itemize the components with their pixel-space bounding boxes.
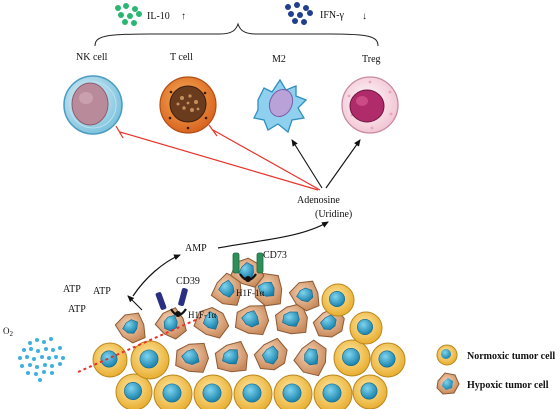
t-cell (159, 76, 217, 134)
treg-label: Treg (362, 54, 381, 65)
hif-label-top: H1F-1α (236, 288, 265, 298)
ifng-dots (285, 2, 313, 25)
hypoxic-tumor-cell (288, 280, 320, 312)
il10-label: IL-10 (147, 11, 170, 22)
inhibition-lines (115, 124, 321, 191)
atp-label-1: ATP (63, 284, 81, 295)
hypoxic-tumor-cell (214, 340, 248, 373)
ifng-label: IFN-γ (320, 10, 344, 21)
activation-arrows (291, 139, 361, 189)
tumor-cell-mass (92, 257, 406, 409)
il10-trend-arrow: ↑ (181, 11, 186, 22)
cd39-label: CD39 (176, 276, 200, 287)
ifng-trend-arrow: ↓ (362, 11, 367, 22)
normoxic-tumor-cell (352, 374, 388, 409)
oxygen-dots (18, 337, 65, 382)
treg-cell (341, 76, 399, 134)
hypoxic-tumor-cell (293, 339, 327, 377)
hypoxic-tumor-cell (193, 306, 230, 339)
uridine-label: (Uridine) (315, 209, 352, 220)
cd73-receptor (232, 252, 264, 274)
hypoxic-tumor-cell (114, 312, 146, 344)
normoxic-tumor-cell (153, 374, 193, 409)
normoxic-tumor-cell (115, 373, 153, 409)
legend-hypoxic: Hypoxic tumor cell (436, 372, 549, 395)
cd39-receptor (155, 287, 188, 310)
atp-to-amp-arrow (132, 254, 181, 297)
hypoxic-tumor-cell (274, 303, 308, 335)
atp-label-3: ATP (68, 304, 86, 315)
normoxic-tumor-cell (313, 374, 353, 409)
cytokine-brace (94, 22, 379, 47)
hif-marker-top (239, 273, 257, 282)
hypoxic-tumor-cell (253, 337, 288, 371)
atp-label-2: ATP (93, 286, 111, 297)
il10-dots (115, 3, 142, 26)
normoxic-tumor-cell (321, 283, 355, 317)
legend-normoxic-label: Normoxic tumor cell (467, 351, 555, 362)
nk-cell-label: NK cell (76, 52, 108, 63)
legend-normoxic: Normoxic tumor cell (436, 344, 555, 366)
t-cell-label: T cell (170, 52, 193, 63)
amp-label: AMP (185, 243, 207, 254)
hif-label-left: H1F-1α (188, 310, 217, 320)
normoxic-tumor-cell (370, 342, 406, 378)
m2-macrophage (253, 78, 308, 134)
amp-to-adenosine-arrow (217, 221, 329, 249)
normoxic-tumor-cell (333, 339, 371, 377)
nk-cell (63, 75, 123, 135)
legend-hypoxic-label: Hypoxic tumor cell (467, 380, 549, 391)
adenosine-label: Adenosine (297, 195, 340, 206)
m2-label: M2 (272, 54, 286, 65)
hypoxic-tumor-cell (254, 272, 283, 307)
hypoxic-tumor-cell (175, 342, 210, 373)
oxygen-label: O2 (3, 326, 14, 338)
normoxic-tumor-cell (233, 374, 273, 409)
hypoxic-tumor-cell (210, 272, 242, 306)
cd39-to-atp-arrow (127, 295, 143, 311)
normoxic-tumor-cell (349, 311, 383, 345)
normoxic-tumor-cell (92, 342, 128, 378)
hypoxic-tumor-cell (234, 305, 270, 336)
cd73-label: CD73 (263, 250, 287, 261)
oxygen-gradient-line (77, 317, 201, 373)
normoxic-tumor-cell (273, 374, 313, 409)
normoxic-tumor-cell (130, 340, 170, 380)
normoxic-tumor-cell (193, 374, 233, 409)
hif-marker-left (170, 308, 187, 317)
